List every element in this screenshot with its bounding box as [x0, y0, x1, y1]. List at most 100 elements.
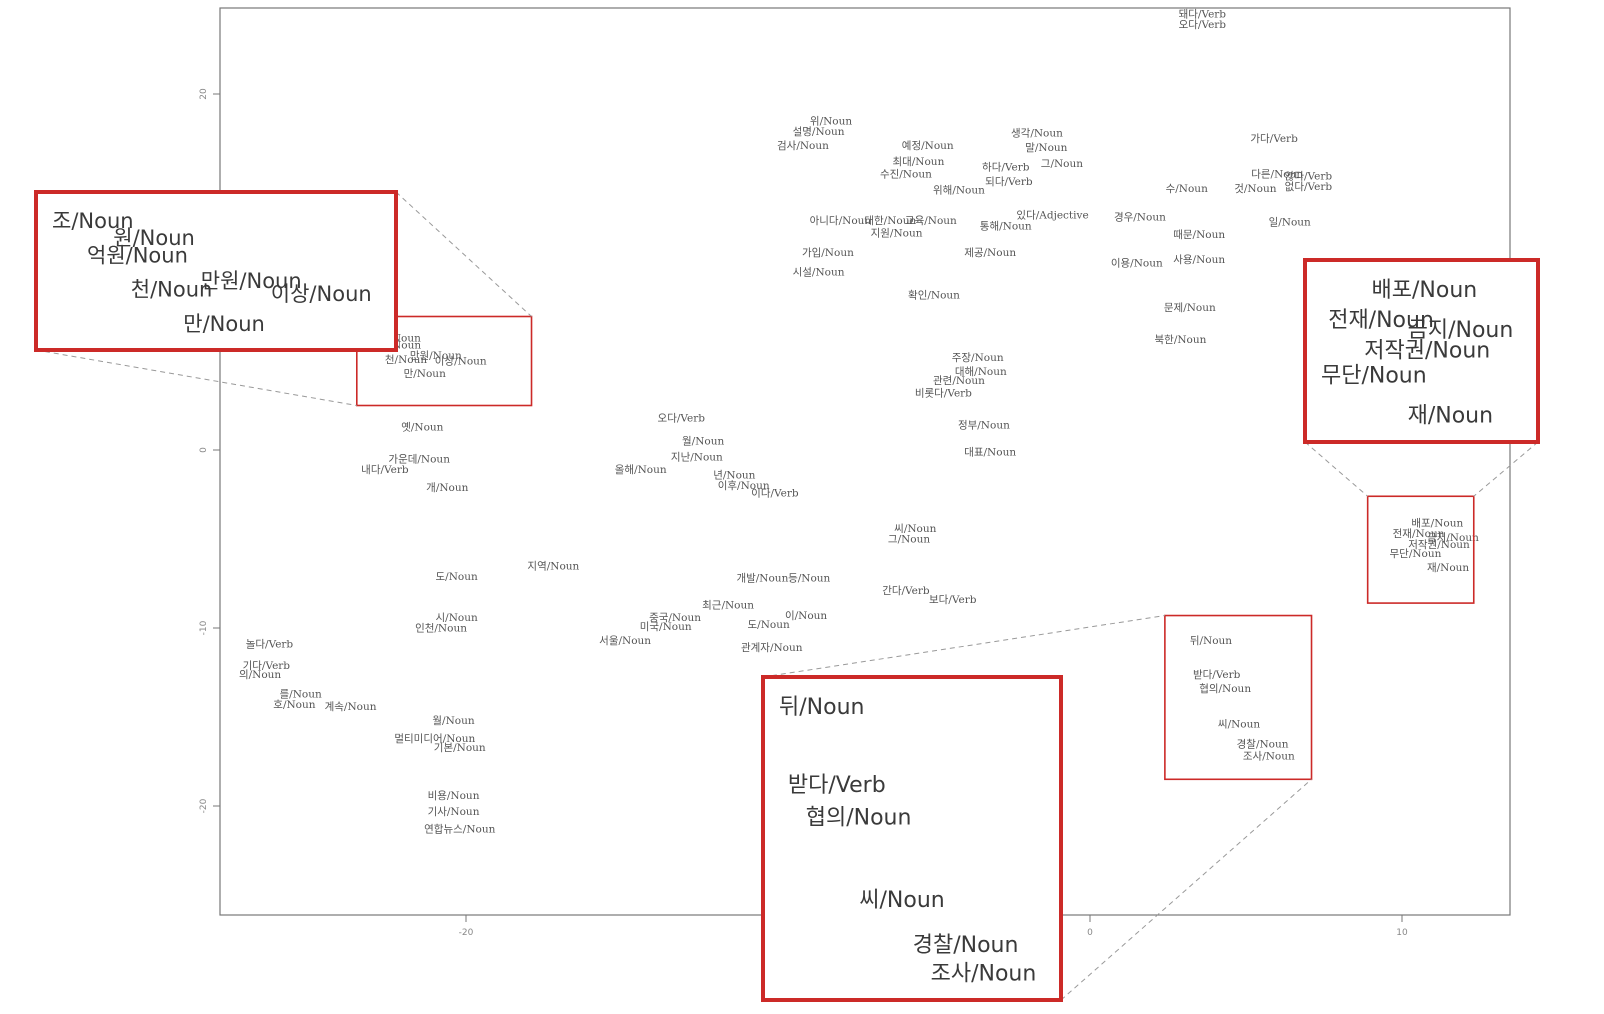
- word-point: 제공/Noun: [964, 247, 1016, 259]
- word-point: 지역/Noun: [527, 560, 579, 572]
- word-point: 정부/Noun: [958, 420, 1010, 432]
- zoom-connector-line: [1473, 441, 1539, 497]
- word-point: 가입/Noun: [802, 246, 854, 259]
- zoom-inset-term: 무단/Noun: [1321, 363, 1427, 388]
- word-point: 대표/Noun: [964, 446, 1016, 458]
- word-point: 생각/Noun: [1011, 128, 1063, 140]
- word-point: 않다/Verb: [1285, 170, 1333, 182]
- word-point: 아니다/Noun: [810, 215, 872, 227]
- y-tick-label: 20: [199, 88, 209, 100]
- zoom-region-term: 뒤/Noun: [1190, 635, 1232, 647]
- zoom-region-term: 이상/Noun: [435, 356, 487, 368]
- zoom-region-term: 만/Noun: [404, 368, 446, 380]
- word-point: 일/Noun: [1269, 216, 1311, 229]
- word-point: 것/Noun: [1234, 183, 1276, 195]
- word-point: 최대/Noun: [892, 156, 944, 168]
- y-tick-label: -10: [199, 620, 209, 635]
- word-point: 의/Noun: [239, 669, 281, 681]
- x-tick-label: 10: [1396, 928, 1408, 938]
- zoom-region-term: 받다/Verb: [1193, 669, 1241, 681]
- word-point: 비용/Noun: [428, 790, 480, 802]
- zoom-source-region: [355, 315, 533, 407]
- word-point: 대한/Noun: [864, 215, 916, 227]
- zoom-inset-term: 받다/Verb: [788, 773, 886, 798]
- zoom-source-region: [1366, 495, 1475, 604]
- word-point: 간다/Verb: [882, 585, 930, 597]
- word-point: 말/Noun: [1025, 142, 1067, 154]
- zoom-region-term: 무단/Noun: [1390, 548, 1442, 560]
- zoom-connector-line: [1060, 778, 1312, 1001]
- word-point: 이후/Noun: [718, 480, 770, 492]
- zoom-connector-line: [395, 191, 532, 317]
- zoom-inset-term: 조/Noun: [52, 209, 134, 233]
- word-point: 확인/Noun: [908, 289, 960, 302]
- word-point: 지원/Noun: [871, 227, 923, 239]
- word-point: 중국/Noun: [649, 612, 701, 624]
- zoom-inset-term: 만원/Noun: [201, 269, 302, 293]
- word-point: 위해/Noun: [933, 184, 985, 197]
- zoom-region-term: 배포/Noun: [1411, 518, 1463, 530]
- zoom-region-term: 천/Noun: [385, 354, 427, 366]
- word-point: 되다/Verb: [985, 176, 1033, 188]
- zoom-inset-box: [761, 675, 1063, 1002]
- word-point: 월/Noun: [682, 436, 724, 448]
- zoom-region-term: 만원/Noun: [410, 350, 462, 362]
- zoom-inset-term: 원/Noun: [113, 226, 195, 250]
- word-point: 인천/Noun: [415, 623, 467, 635]
- word-point: 돼다/Verb: [1179, 8, 1227, 20]
- word-point: 다른/Noun: [1251, 169, 1303, 181]
- word-point: 개/Noun: [426, 482, 468, 494]
- zoom-connector-line: [1304, 441, 1369, 497]
- zoom-region-term: 조사/Noun: [1243, 751, 1295, 763]
- word-point: 수진/Noun: [880, 169, 932, 181]
- word-point: 비롯다/Verb: [915, 388, 972, 400]
- word-point: 올해/Noun: [615, 463, 667, 476]
- word-point: 개발/Noun: [736, 573, 788, 585]
- word-point: 이/Noun: [785, 610, 827, 622]
- zoom-inset-term: 천/Noun: [131, 278, 213, 302]
- word-point: 있다/Adjective: [1016, 210, 1088, 222]
- word-point: 서울/Noun: [599, 635, 651, 647]
- y-tick-label: -20: [199, 798, 209, 813]
- word-point: 년/Noun: [713, 469, 755, 481]
- zoom-region-term: 금지/Noun: [1427, 532, 1479, 544]
- word-point: 주장/Noun: [952, 352, 1004, 364]
- word-point: 문제/Noun: [1164, 302, 1216, 314]
- word-point: 그/Noun: [888, 534, 930, 546]
- word-point: 씨/Noun: [894, 523, 936, 535]
- word-point: 대해/Noun: [955, 365, 1007, 378]
- word-point: 예정/Noun: [902, 139, 954, 152]
- word-point: 이다/Verb: [751, 487, 799, 499]
- word-point: 미국/Noun: [640, 621, 692, 633]
- word-point: 호/Noun: [273, 699, 315, 711]
- zoom-inset-term: 협의/Noun: [806, 806, 912, 831]
- zoom-inset-box: [34, 190, 398, 352]
- word-point: 옛/Noun: [401, 421, 443, 433]
- zoom-inset-term: 조사/Noun: [931, 962, 1037, 987]
- word-point: 월/Noun: [432, 715, 474, 727]
- word-point: 이용/Noun: [1111, 258, 1163, 270]
- zoom-region-term: 경찰/Noun: [1237, 737, 1289, 750]
- zoom-region-term: 재/Noun: [1427, 562, 1469, 574]
- word-point: 기본/Noun: [434, 742, 486, 754]
- word-point: 없다/Verb: [1285, 180, 1333, 193]
- word-point: 내다/Verb: [361, 464, 409, 476]
- word-point: 검사/Noun: [777, 140, 829, 152]
- zoom-region-term: 전재/Noun: [1393, 528, 1445, 540]
- word-point: 놀다/Verb: [246, 639, 294, 651]
- word-point: 도/Noun: [436, 571, 478, 583]
- zoom-region-term: 협의/Noun: [1199, 682, 1251, 695]
- word-point: 오다/Verb: [658, 413, 706, 425]
- word-point: 관련/Noun: [933, 375, 985, 387]
- word-point: 위/Noun: [810, 114, 852, 127]
- x-tick-label: 0: [1087, 928, 1093, 938]
- zoom-inset-term: 경찰/Noun: [913, 933, 1019, 958]
- zoom-inset-term: 재/Noun: [1408, 404, 1493, 429]
- word-point: 기사/Noun: [428, 806, 480, 818]
- word-point: 때문/Noun: [1173, 229, 1225, 241]
- y-tick-label: 0: [199, 447, 209, 453]
- zoom-inset-term: 만/Noun: [183, 312, 265, 336]
- zoom-inset-term: 배포/Noun: [1372, 278, 1478, 303]
- word-point: 수/Noun: [1166, 183, 1208, 195]
